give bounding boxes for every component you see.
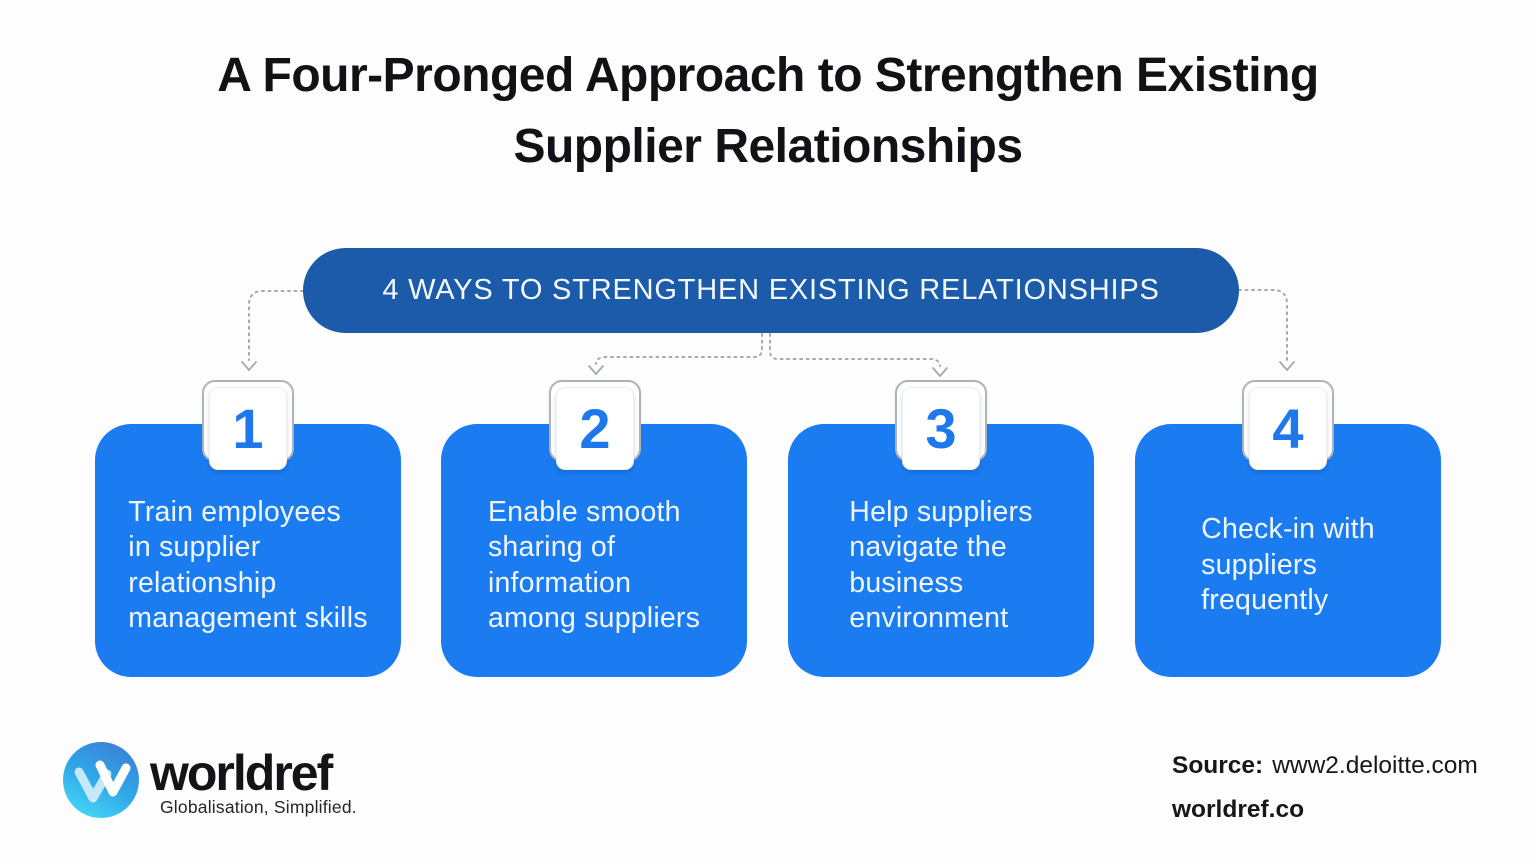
banner-pill: 4 WAYS TO STRENGTHEN EXISTING RELATIONSH… bbox=[303, 248, 1239, 333]
step-2-number: 2 bbox=[579, 396, 611, 460]
step-card-1: Train employees in supplier relationship… bbox=[95, 424, 401, 677]
step-badge-1: 1 bbox=[202, 380, 294, 470]
source-line: Source: www2.deloitte.com bbox=[1172, 752, 1478, 780]
step-4-number: 4 bbox=[1272, 396, 1304, 460]
step-badge-1-inner: 1 bbox=[209, 387, 287, 470]
step-badge-3-inner: 3 bbox=[902, 387, 980, 470]
step-3-number: 3 bbox=[925, 396, 957, 460]
step-badge-2: 2 bbox=[549, 380, 641, 470]
brand-name: worldref bbox=[150, 745, 333, 801]
step-card-3: Help suppliers navigate the business env… bbox=[788, 424, 1094, 677]
worldref-w-icon bbox=[63, 742, 139, 818]
step-badge-4-inner: 4 bbox=[1249, 387, 1327, 470]
connector-banner-to-step-1 bbox=[241, 290, 304, 372]
step-3-text: Help suppliers navigate the business env… bbox=[849, 495, 1033, 635]
brand-tagline: Globalisation, Simplified. bbox=[160, 797, 357, 817]
source-label: Source: bbox=[1172, 752, 1264, 779]
step-badge-3: 3 bbox=[895, 380, 987, 470]
website-text: worldref.co bbox=[1172, 796, 1305, 823]
banner-label: 4 WAYS TO STRENGTHEN EXISTING RELATIONSH… bbox=[382, 274, 1160, 306]
page-title: A Four-Pronged Approach to Strengthen Ex… bbox=[217, 49, 1319, 173]
step-4-text: Check-in with suppliers frequently bbox=[1201, 513, 1375, 617]
connector-banner-to-step-3 bbox=[769, 333, 948, 378]
source-value: www2.deloitte.com bbox=[1272, 752, 1478, 779]
step-1-number: 1 bbox=[232, 396, 264, 460]
connector-banner-to-step-4 bbox=[1238, 289, 1295, 372]
step-badge-2-inner: 2 bbox=[556, 387, 634, 470]
step-badge-4: 4 bbox=[1242, 380, 1334, 470]
step-2-text: Enable smooth sharing of information amo… bbox=[487, 495, 701, 635]
connector-banner-to-step-2 bbox=[588, 333, 763, 376]
step-1-text: Train employees in supplier relationship… bbox=[128, 495, 368, 635]
